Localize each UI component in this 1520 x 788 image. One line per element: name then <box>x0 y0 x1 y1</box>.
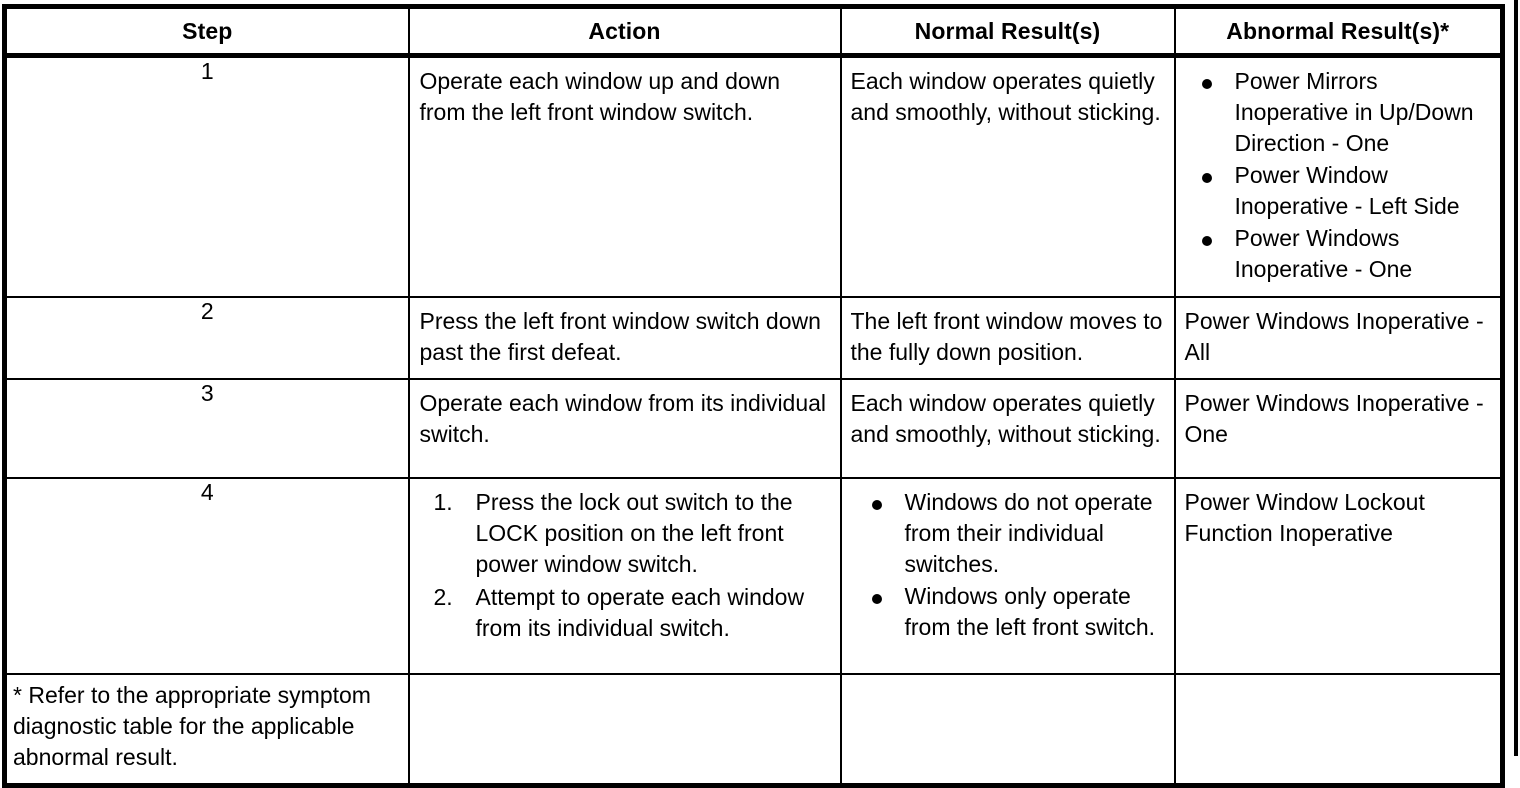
list-item: 1. Press the lock out switch to the LOCK … <box>420 487 832 580</box>
column-header-normal-result: Normal Result(s) <box>839 5 1176 58</box>
list-item-label: Power Windows Inoperative - One <box>1234 225 1413 282</box>
normal-result-text: Each window operates quietly and smoothl… <box>850 68 1161 125</box>
step-number-cell: 1 <box>3 54 410 298</box>
normal-result-text: The left front window moves to the fully… <box>850 308 1163 365</box>
table-footnote-row: * Refer to the appropriate symptom diagn… <box>3 673 1504 787</box>
list-item-label: Windows do not operate from their indivi… <box>904 489 1153 577</box>
table-row: 1 Operate each window up and down from t… <box>3 54 1504 298</box>
table-row: 4 1. Press the lock out switch to the LOC… <box>3 477 1504 675</box>
normal-result-cell: Each window operates quietly and smoothl… <box>839 378 1176 479</box>
action-text: Operate each window up and down from the… <box>419 68 781 125</box>
diagnostic-procedure-table: Step Action Normal Result(s) Abnormal Re… <box>2 4 1505 788</box>
list-item: Power Mirrors Inoperative in Up/Down Dir… <box>1185 66 1495 159</box>
abnormal-result-text: Power Windows Inoperative - All <box>1184 308 1484 365</box>
action-cell: Operate each window up and down from the… <box>407 54 842 298</box>
bullet-icon <box>1201 79 1212 89</box>
bullet-icon <box>871 500 882 510</box>
abnormal-result-text: Power Windows Inoperative - One <box>1184 390 1484 447</box>
footnote-empty-cell-abnormal <box>1173 673 1504 787</box>
abnormal-result-cell: Power Windows Inoperative - All <box>1173 296 1504 380</box>
table-row: 3 Operate each window from its individua… <box>3 378 1504 479</box>
list-item-label: Power Window Inoperative - Left Side <box>1234 162 1460 219</box>
table-row: 2 Press the left front window switch dow… <box>3 296 1504 380</box>
list-item-label: Power Mirrors Inoperative in Up/Down Dir… <box>1234 68 1474 156</box>
abnormal-result-cell: Power Windows Inoperative - One <box>1173 378 1504 479</box>
normal-result-cell: Each window operates quietly and smoothl… <box>839 54 1176 298</box>
action-cell: Operate each window from its individual … <box>407 378 842 479</box>
bullet-icon <box>1201 236 1212 246</box>
footnote-cell: * Refer to the appropriate symptom diagn… <box>3 673 410 787</box>
footnote-empty-cell-normal <box>839 673 1176 787</box>
abnormal-result-text: Power Window Lockout Function Inoperativ… <box>1184 489 1425 546</box>
abnormal-result-list: Power Mirrors Inoperative in Up/Down Dir… <box>1185 66 1495 285</box>
normal-result-cell: The left front window moves to the fully… <box>839 296 1176 380</box>
page-edge-rule <box>1514 0 1518 756</box>
column-header-abnormal-result: Abnormal Result(s)* <box>1173 5 1504 58</box>
action-cell: Press the left front window switch down … <box>407 296 842 380</box>
abnormal-result-cell: Power Window Lockout Function Inoperativ… <box>1173 477 1504 675</box>
list-item-label: Attempt to operate each window from its … <box>475 584 805 641</box>
list-item-label: Press the lock out switch to the LOCK po… <box>475 489 793 577</box>
bullet-icon <box>1201 173 1212 183</box>
step-number-cell: 2 <box>3 296 410 380</box>
list-item-number: 1. <box>433 489 453 515</box>
list-item-label: Windows only operate from the left front… <box>904 583 1156 640</box>
list-item: 2. Attempt to operate each window from it… <box>420 582 832 644</box>
normal-result-list: Windows do not operate from their indivi… <box>851 487 1168 643</box>
list-item: Power Window Inoperative - Left Side <box>1185 160 1495 222</box>
action-cell: 1. Press the lock out switch to the LOCK … <box>407 477 842 675</box>
action-text: Press the left front window switch down … <box>419 308 821 365</box>
action-step-list: 1. Press the lock out switch to the LOCK … <box>420 487 832 644</box>
footnote-empty-cell-action <box>407 673 842 787</box>
abnormal-result-cell: Power Mirrors Inoperative in Up/Down Dir… <box>1173 54 1504 298</box>
normal-result-text: Each window operates quietly and smoothl… <box>850 390 1161 447</box>
list-item: Windows only operate from the left front… <box>851 581 1168 643</box>
table-header-row: Step Action Normal Result(s) Abnormal Re… <box>3 5 1504 58</box>
column-header-action: Action <box>407 5 842 58</box>
list-item-number: 2. <box>433 584 453 610</box>
list-item: Windows do not operate from their indivi… <box>851 487 1168 580</box>
list-item: Power Windows Inoperative - One <box>1185 223 1495 285</box>
action-text: Operate each window from its individual … <box>419 390 827 447</box>
normal-result-cell: Windows do not operate from their indivi… <box>839 477 1176 675</box>
footnote-text: * Refer to the appropriate symptom diagn… <box>13 682 371 770</box>
step-number-cell: 3 <box>3 378 410 479</box>
step-number-cell: 4 <box>3 477 410 675</box>
bullet-icon <box>871 594 882 604</box>
column-header-step: Step <box>3 5 410 58</box>
